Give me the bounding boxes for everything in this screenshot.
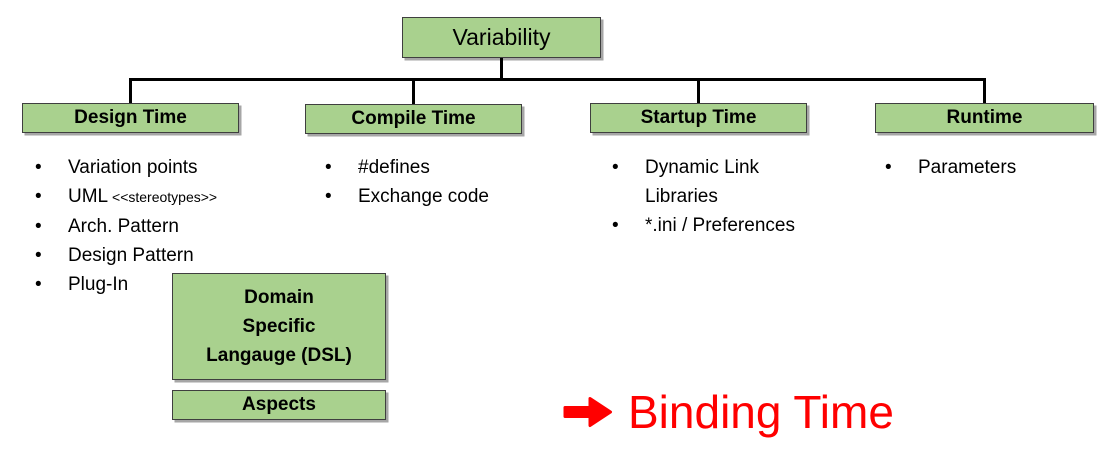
bullet-icon: • (35, 216, 42, 237)
list-item: • Design Pattern (35, 241, 285, 270)
connector-horizontal-line (129, 78, 986, 81)
compile-time-box: Compile Time (305, 104, 522, 134)
aspects-box: Aspects (172, 390, 386, 420)
list-item-text: Parameters (918, 157, 1017, 178)
binding-time-annotation: Binding Time (563, 387, 894, 438)
list-item-text: Variation points (68, 157, 198, 178)
list-item: • Parameters (885, 153, 1105, 182)
startup-time-box: Startup Time (590, 103, 807, 133)
bullet-icon: • (325, 186, 332, 207)
bullet-icon: • (35, 274, 42, 295)
bullet-icon: • (885, 157, 892, 178)
aspects-label: Aspects (242, 394, 316, 415)
list-item-text: Dynamic Link Libraries (645, 157, 760, 207)
list-item-text: Plug-In (68, 274, 129, 295)
variability-label: Variability (452, 24, 551, 50)
list-item: • Variation points (35, 153, 285, 182)
right-arrow-icon (563, 397, 612, 428)
dsl-box: Domain Specific Langauge (DSL) (172, 273, 386, 380)
startup-time-list: • Dynamic Link Libraries • *.ini / Preferen… (612, 153, 862, 240)
bullet-icon: • (35, 186, 42, 207)
design-time-box: Design Time (22, 103, 239, 133)
list-item-text: Exchange code (358, 186, 489, 207)
list-item-text: Design Pattern (68, 245, 194, 266)
list-item: • #defines (325, 153, 565, 182)
runtime-label: Runtime (946, 107, 1023, 128)
design-time-label: Design Time (74, 107, 187, 128)
variability-box: Variability (402, 17, 601, 58)
list-item-text: UML <<stereotypes>> (68, 186, 218, 207)
connector-drop-runtime (983, 78, 986, 103)
runtime-box: Runtime (875, 103, 1094, 133)
list-item-text: *.ini / Preferences (645, 215, 795, 236)
design-time-list: • Variation points • UML <<stereotypes>> • Ar… (35, 153, 285, 299)
list-item: • Exchange code (325, 182, 565, 211)
dsl-label: Domain Specific Langauge (DSL) (206, 287, 352, 366)
startup-time-label: Startup Time (640, 107, 757, 128)
compile-time-list: • #defines • Exchange code (325, 153, 565, 211)
binding-time-label: Binding Time (628, 386, 894, 438)
stereotype-small-text: <<stereotypes>> (108, 189, 218, 205)
bullet-icon: • (35, 245, 42, 266)
runtime-list: • Parameters (885, 153, 1105, 182)
list-item: • UML <<stereotypes>> (35, 182, 285, 212)
connector-root-stub (500, 58, 503, 80)
bullet-icon: • (35, 157, 42, 178)
list-item-text: #defines (358, 157, 430, 178)
list-item: • Arch. Pattern (35, 212, 285, 241)
connector-drop-compile-time (412, 78, 415, 104)
connector-drop-startup-time (697, 78, 700, 103)
connector-drop-design-time (129, 78, 132, 103)
list-item: • *.ini / Preferences (612, 211, 862, 240)
list-item-text: Arch. Pattern (68, 216, 179, 237)
list-item: • Dynamic Link Libraries (612, 153, 862, 211)
compile-time-label: Compile Time (351, 108, 476, 129)
bullet-icon: • (612, 157, 619, 178)
bullet-icon: • (325, 157, 332, 178)
list-item: • Plug-In (35, 270, 285, 299)
bullet-icon: • (612, 215, 619, 236)
